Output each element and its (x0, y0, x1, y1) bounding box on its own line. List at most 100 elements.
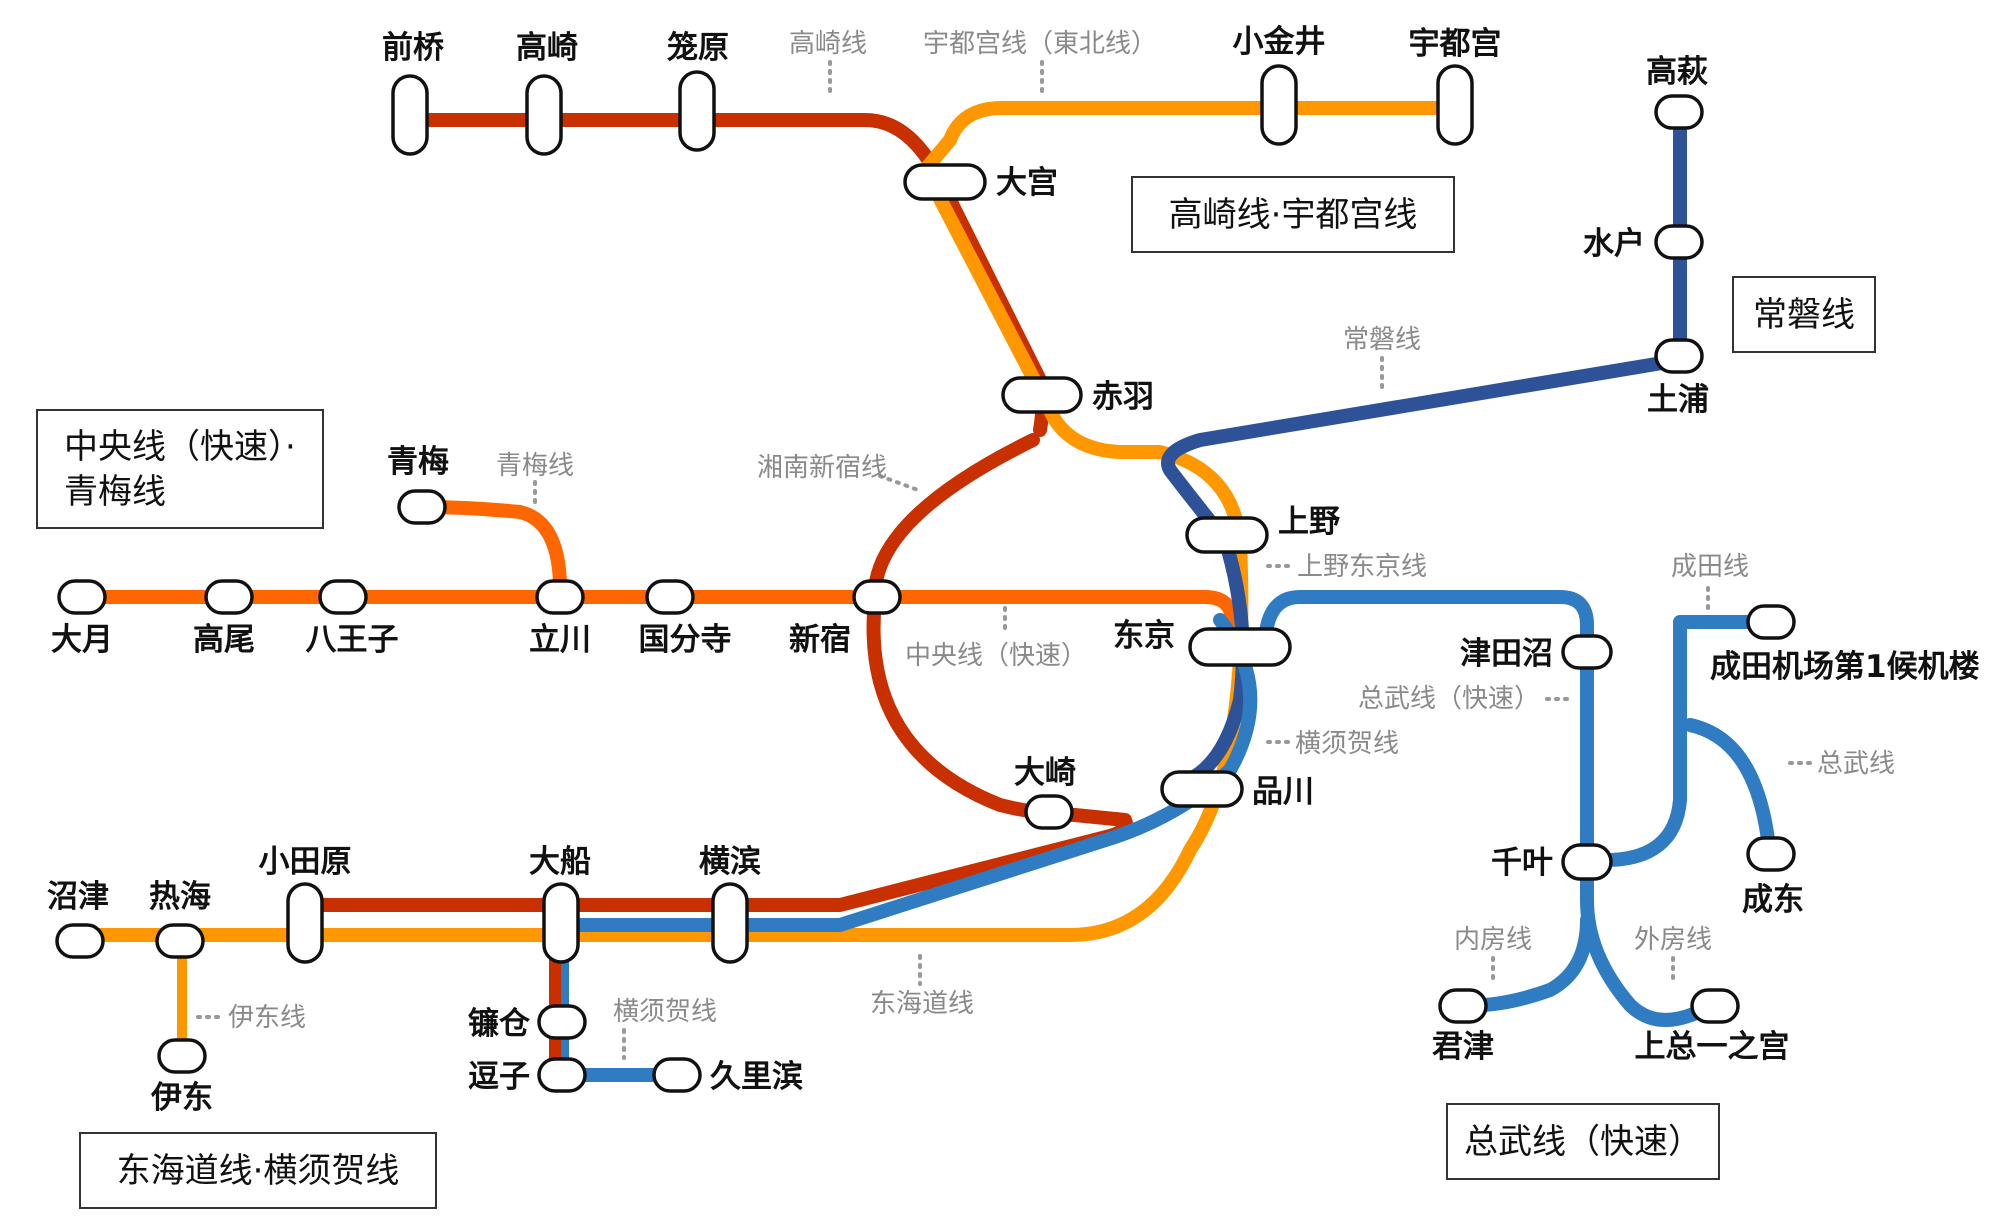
legend-tokaido-yokosuka: 东海道线·横须贺线 (79, 1132, 437, 1209)
station-marker-kagohara[interactable] (678, 70, 716, 152)
station-label-naruto: 成东 (1742, 882, 1804, 918)
station-marker-kazusa-ichinomiya[interactable] (1690, 988, 1740, 1024)
station-marker-kimitsu[interactable] (1438, 988, 1488, 1024)
line-label-sobu-rapid: 总武线（快速） (1358, 684, 1540, 714)
legend-label-chuo-2: 青梅线 (64, 472, 166, 512)
station-label-kagohara: 笼原 (667, 30, 729, 66)
line-label-chuo: 中央线（快速） (905, 641, 1087, 671)
station-label-narita-airport: 成田机场第1候机楼 (1710, 649, 1980, 685)
station-marker-narita-airport[interactable] (1746, 604, 1796, 640)
station-label-ito: 伊东 (150, 1080, 213, 1116)
station-label-tsuchiura: 土浦 (1647, 382, 1709, 418)
station-marker-tsudanuma[interactable] (1561, 634, 1613, 670)
legend-label-sobu: 总武线（快速） (1464, 1122, 1702, 1162)
line-label-yokosuka-main: 横须贺线 (1295, 729, 1399, 759)
station-label-mito: 水户 (1583, 226, 1645, 262)
station-label-tokyo: 东京 (1113, 618, 1175, 654)
line-label-sobu: 总武线 (1817, 749, 1895, 779)
legend-label-tokaido: 东海道线·横须贺线 (117, 1151, 400, 1191)
station-label-yokohama: 横滨 (699, 844, 761, 880)
station-marker-yokohama[interactable] (711, 882, 749, 964)
station-marker-maebashi[interactable] (391, 74, 429, 156)
station-label-zushi: 逗子 (468, 1059, 530, 1095)
sobu-line-track (1683, 718, 1777, 865)
station-marker-shinjuku[interactable] (852, 579, 902, 615)
station-label-odawara: 小田原 (259, 844, 352, 880)
line-label-tokaido: 东海道线 (870, 989, 974, 1019)
station-label-takao: 高尾 (193, 622, 255, 658)
station-markers (55, 64, 1796, 1093)
station-marker-takahagi[interactable] (1654, 94, 1704, 130)
station-label-ome: 青梅 (387, 444, 449, 480)
station-marker-akabane[interactable] (1001, 376, 1083, 414)
leader-dots (196, 60, 1817, 1060)
station-marker-ito[interactable] (157, 1038, 207, 1074)
station-marker-ueno[interactable] (1185, 516, 1269, 554)
station-label-ueno: 上野 (1278, 504, 1340, 540)
station-label-atami: 热海 (149, 879, 211, 915)
station-label-tsudanuma: 津田沼 (1460, 636, 1553, 672)
station-marker-kamakura[interactable] (537, 1004, 587, 1040)
legend-sobu-rapid: 总武线（快速） (1446, 1103, 1720, 1180)
line-label-sotobo: 外房线 (1634, 925, 1712, 955)
station-label-otsuki: 大月 (51, 622, 113, 658)
station-label-osaki: 大崎 (1014, 755, 1076, 791)
station-label-koganei: 小金井 (1233, 24, 1326, 60)
station-label-kazusa-ichinomiya: 上总一之宫 (1635, 1029, 1790, 1065)
station-label-kokubunji: 国分寺 (639, 622, 732, 658)
line-label-takasaki: 高崎线 (789, 29, 867, 59)
station-marker-odawara[interactable] (286, 882, 324, 964)
station-marker-kurihama[interactable] (652, 1057, 702, 1093)
line-label-ito: 伊东线 (228, 1003, 306, 1033)
station-label-omiya: 大宫 (996, 165, 1058, 201)
legend-joban: 常磐线 (1732, 276, 1876, 353)
station-label-chiba: 千叶 (1491, 845, 1553, 881)
ome-line-track (415, 500, 568, 604)
station-label-ofuna: 大船 (529, 844, 591, 880)
line-label-utsunomiya: 宇都宫线（東北线） (923, 29, 1157, 59)
station-marker-takao[interactable] (204, 579, 254, 615)
chuo-line-track (75, 590, 1239, 655)
line-label-ome: 青梅线 (496, 451, 574, 481)
station-marker-kokubunji[interactable] (645, 579, 695, 615)
station-marker-tsuchiura[interactable] (1654, 338, 1704, 374)
legend-takasaki-utsunomiya: 高崎线·宇都宫线 (1131, 176, 1455, 253)
station-label-shinagawa: 品川 (1252, 774, 1314, 810)
station-label-kamakura: 镰仓 (468, 1006, 531, 1042)
station-label-utsunomiya: 宇都宫 (1409, 26, 1502, 62)
station-label-maebashi: 前桥 (382, 30, 444, 66)
legend-label-chuo-1: 中央线（快速）· (64, 427, 296, 467)
station-marker-hachioji[interactable] (318, 579, 368, 615)
narita-line-track (1598, 615, 1769, 867)
station-marker-otsuki[interactable] (57, 579, 107, 615)
line-label-ueno-tokyo: 上野东京线 (1297, 552, 1427, 582)
station-marker-shinagawa[interactable] (1160, 770, 1244, 808)
legend-label-joban: 常磐线 (1753, 295, 1855, 335)
line-label-shonan: 湘南新宿线 (757, 453, 887, 483)
sobu-rapid-track (1258, 590, 1719, 1027)
legend-label-takasaki-utsunomiya: 高崎线·宇都宫线 (1169, 195, 1418, 235)
station-marker-mito[interactable] (1654, 224, 1704, 260)
station-label-takasaki: 高崎 (516, 30, 578, 66)
station-marker-naruto[interactable] (1746, 836, 1796, 872)
station-label-hachioji: 八王子 (306, 622, 399, 658)
station-marker-ome[interactable] (397, 489, 447, 525)
station-label-takahagi: 高萩 (1646, 54, 1708, 90)
station-marker-chiba[interactable] (1561, 843, 1613, 881)
station-marker-tokyo[interactable] (1188, 627, 1292, 667)
station-marker-takasaki[interactable] (525, 74, 563, 156)
station-marker-atami[interactable] (155, 923, 205, 959)
station-marker-zushi[interactable] (537, 1057, 587, 1093)
station-marker-koganei[interactable] (1260, 64, 1298, 146)
station-label-kimitsu: 君津 (1432, 1029, 1494, 1065)
station-labels: 前桥 高崎 笼原 小金井 宇都宫 大宫 赤羽 高萩 水户 土浦 青梅 大月 高尾… (47, 24, 1980, 1116)
station-marker-osaki[interactable] (1024, 794, 1074, 830)
station-marker-ofuna[interactable] (542, 882, 580, 964)
station-marker-omiya[interactable] (903, 163, 987, 201)
shonan-shinjuku-track (301, 433, 1133, 912)
station-marker-numazu[interactable] (55, 923, 105, 959)
station-label-shinjuku: 新宿 (789, 622, 851, 658)
station-marker-utsunomiya[interactable] (1436, 64, 1474, 146)
station-marker-tachikawa[interactable] (535, 579, 585, 615)
